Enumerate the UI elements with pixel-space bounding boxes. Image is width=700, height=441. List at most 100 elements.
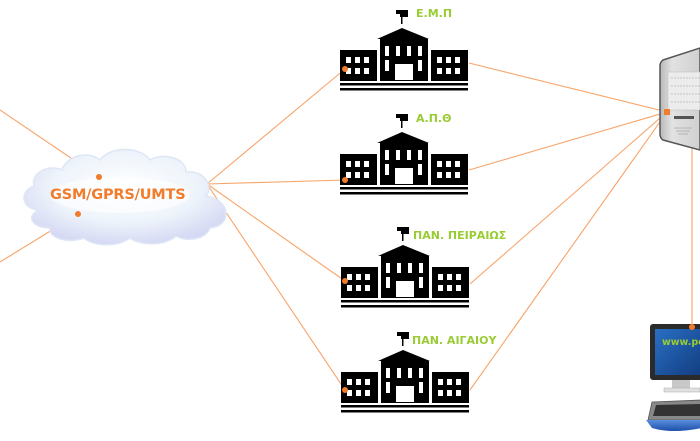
right-wing	[432, 372, 469, 403]
window	[364, 172, 369, 178]
right-wing	[432, 267, 469, 298]
workstation-dot	[689, 324, 695, 330]
building-layer	[340, 10, 469, 413]
window	[346, 161, 351, 167]
window	[446, 172, 451, 178]
window	[364, 68, 369, 74]
university-building-icon	[341, 227, 469, 308]
window	[385, 150, 389, 160]
window	[446, 57, 451, 63]
window	[356, 285, 361, 291]
window	[396, 150, 400, 160]
window	[408, 263, 412, 273]
university-building-icon	[340, 114, 468, 195]
building-dot-aegean	[342, 387, 348, 393]
cloud-label: GSM/GPRS/UMTS	[50, 187, 186, 203]
window	[347, 285, 352, 291]
window	[455, 161, 460, 167]
left-wing	[341, 372, 378, 403]
roof	[377, 28, 429, 39]
link-apth-to-server	[468, 111, 668, 171]
desktop-computer-icon[interactable]	[646, 324, 700, 431]
window	[408, 368, 412, 378]
window	[407, 46, 411, 56]
dot-layer	[75, 66, 695, 393]
window	[396, 46, 400, 56]
window	[437, 172, 442, 178]
window	[346, 57, 351, 63]
window	[438, 390, 443, 396]
window	[386, 382, 390, 393]
link-cloud-to-piraeus	[206, 183, 346, 282]
university-building-icon	[341, 332, 469, 413]
window	[438, 379, 443, 385]
window	[419, 263, 423, 273]
flag	[397, 332, 409, 339]
building-label-aegean: ΠΑΝ. ΑΙΓΑΙΟΥ	[412, 334, 497, 347]
building-dot-piraeus	[342, 278, 348, 284]
window	[437, 57, 442, 63]
door	[396, 281, 414, 297]
base-line	[341, 305, 469, 308]
window	[419, 382, 423, 393]
window	[437, 161, 442, 167]
building-dot-emp	[342, 66, 348, 72]
door	[395, 168, 413, 184]
window	[356, 274, 361, 280]
right-wing	[431, 154, 468, 185]
cloud-dot	[75, 211, 81, 217]
window	[446, 161, 451, 167]
flag	[396, 10, 408, 17]
window	[365, 285, 370, 291]
window	[385, 60, 389, 71]
window	[455, 57, 460, 63]
link-cloud-to-apth	[206, 179, 346, 185]
roof	[377, 132, 429, 143]
left-wing	[340, 50, 377, 81]
window	[364, 57, 369, 63]
window	[346, 68, 351, 74]
window	[455, 68, 460, 74]
window	[447, 285, 452, 291]
link-piraeus-to-server	[469, 111, 668, 285]
window	[447, 390, 452, 396]
window	[447, 379, 452, 385]
building-dot-apth	[342, 177, 348, 183]
window	[418, 150, 422, 160]
window	[397, 368, 401, 378]
window	[418, 164, 422, 175]
university-building-icon	[340, 10, 468, 91]
window	[447, 274, 452, 280]
building-label-emp: Ε.Μ.Π	[416, 7, 453, 20]
workstation-screen-text: www.pe	[662, 337, 700, 348]
window	[456, 390, 461, 396]
window	[347, 379, 352, 385]
server-tower-icon[interactable]	[659, 47, 700, 151]
window	[418, 60, 422, 71]
window	[355, 172, 360, 178]
window	[385, 164, 389, 175]
window	[365, 379, 370, 385]
link-cloud-to-aegean	[206, 183, 346, 391]
window	[365, 274, 370, 280]
link-emp-to-server	[468, 62, 668, 113]
window	[356, 390, 361, 396]
window	[438, 274, 443, 280]
door	[396, 386, 414, 402]
window	[437, 68, 442, 74]
cloud-icon	[23, 148, 227, 246]
window	[355, 57, 360, 63]
link-layer	[0, 62, 693, 391]
window	[455, 172, 460, 178]
window	[347, 274, 352, 280]
window	[446, 68, 451, 74]
window	[397, 263, 401, 273]
base-line	[340, 88, 468, 91]
base-line	[340, 83, 468, 86]
window	[419, 277, 423, 288]
window	[356, 379, 361, 385]
link-cloud-to-emp	[206, 68, 346, 185]
window	[456, 379, 461, 385]
base-line	[341, 405, 469, 408]
